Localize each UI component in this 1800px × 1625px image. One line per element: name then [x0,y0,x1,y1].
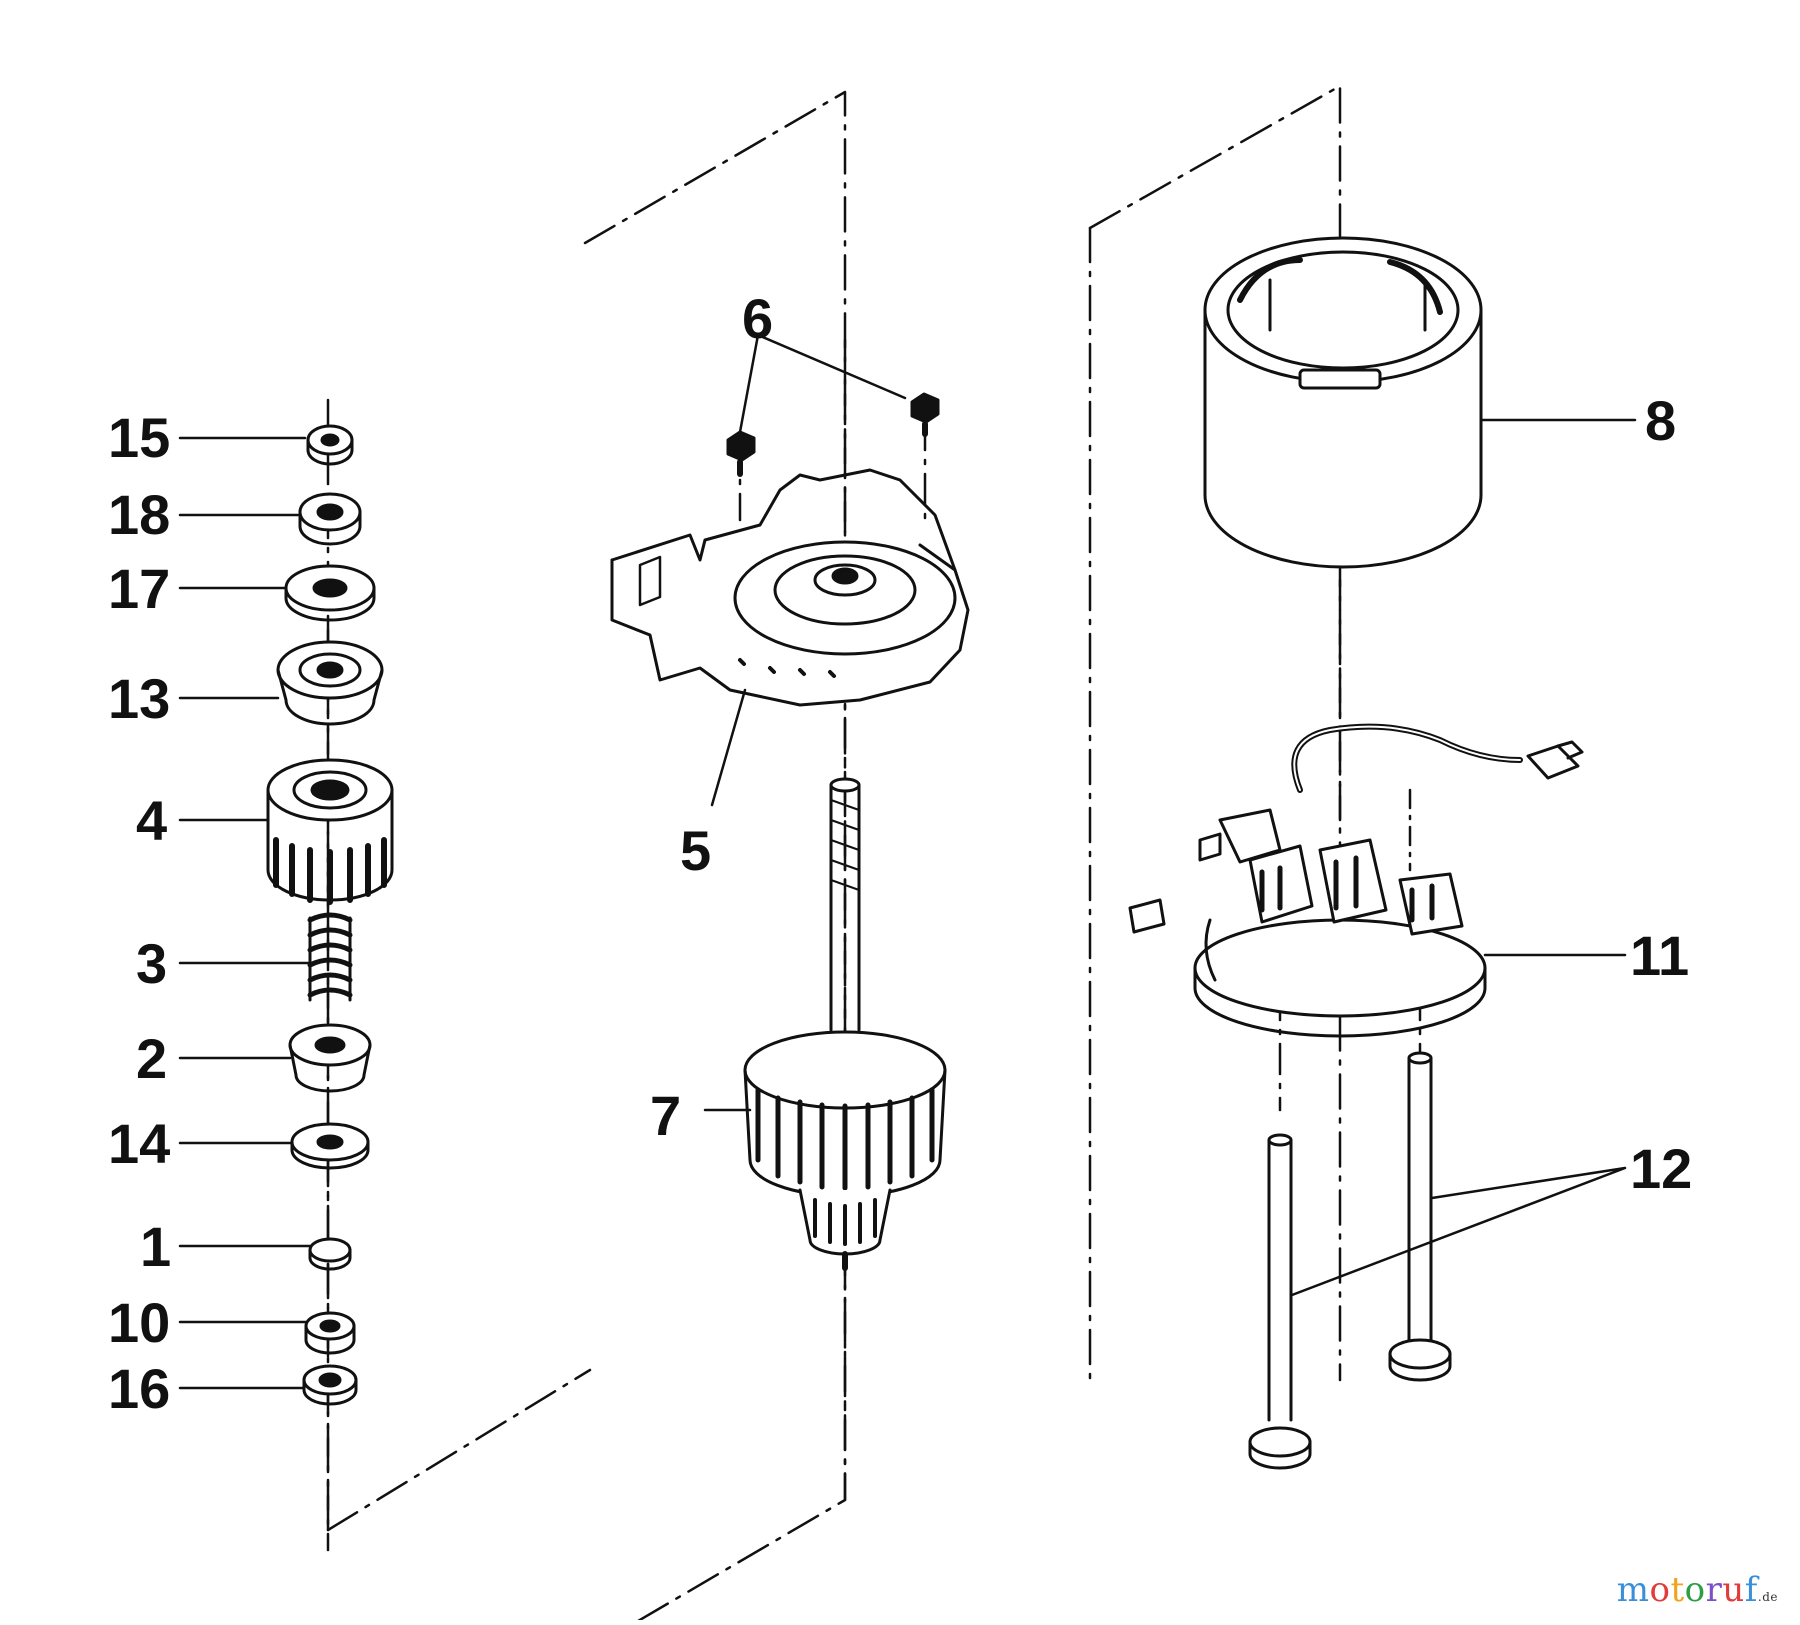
label-15: 15 [108,406,170,469]
label-8: 8 [1645,389,1676,452]
part-6-screw-left [726,430,756,477]
label-1: 1 [140,1215,171,1278]
label-13: 13 [108,667,170,730]
part-12-through-bolts [1248,1051,1452,1470]
part-14-washer [290,1122,370,1170]
label-11: 11 [1630,924,1689,987]
part-4-drive-pinion [266,758,394,905]
part-3-spring [307,912,353,1002]
assembly-plane-left [583,90,847,1625]
label-16: 16 [108,1357,170,1420]
watermark-letter: r [1705,1570,1723,1610]
watermark-logo: motoruf.de [1617,1570,1778,1610]
part-13-stop-collar [276,640,384,726]
watermark-text: motoruf [1617,1570,1758,1610]
label-14: 14 [108,1112,170,1175]
part-18-nut [298,492,362,546]
label-12: 12 [1630,1137,1692,1200]
part-10-nut [304,1311,356,1355]
watermark-suffix: .de [1757,1590,1778,1604]
watermark-letter: o [1649,1570,1671,1610]
label-5: 5 [680,819,711,882]
part-6-screw-right [910,392,940,437]
label-3: 3 [136,932,167,995]
part-11-brush-plate [1128,723,1584,1038]
part-7-armature [743,777,947,1271]
part-5-end-cover [610,468,970,707]
part-16-washer [302,1364,358,1406]
watermark-letter: f [1744,1570,1758,1610]
label-10: 10 [108,1291,170,1354]
label-17: 17 [108,557,170,620]
part-17-washer [284,564,376,622]
label-2: 2 [136,1027,167,1090]
label-4: 4 [136,789,167,852]
part-8-field-frame [1203,236,1483,569]
watermark-letter: t [1670,1570,1685,1610]
label-18: 18 [108,483,170,546]
part-labels: 15 18 17 13 4 3 2 14 1 10 16 6 5 7 8 11 … [108,287,1692,1420]
watermark-letter: m [1616,1570,1650,1610]
leader-lines [178,333,1637,1390]
label-6: 6 [742,287,773,350]
part-15-nut [306,424,354,466]
part-1-nut [308,1237,352,1271]
label-7: 7 [650,1084,681,1147]
watermark-letter: u [1722,1570,1745,1610]
watermark-letter: o [1684,1570,1706,1610]
part-2-collar [288,1023,372,1093]
